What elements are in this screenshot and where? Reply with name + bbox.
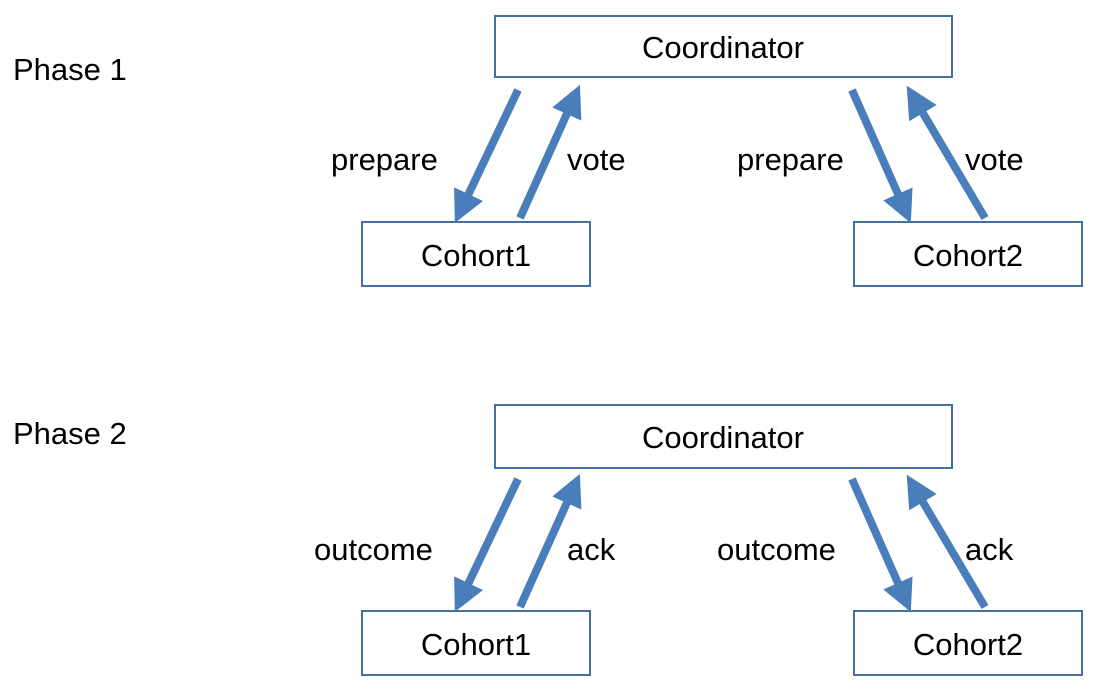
phase-1-prepare-arrow-cohort1 [454, 88, 522, 224]
phase-2-ack-arrow-cohort2 [906, 474, 989, 610]
phase-2-outcome-label-right: outcome [717, 532, 836, 567]
phase-2-ack-label-right: ack [965, 532, 1014, 567]
phase-1-prepare-label-right: prepare [737, 142, 844, 177]
phase-1-coordinator-box [494, 15, 953, 78]
phase-1-cohort2-label: Cohort2 [913, 238, 1023, 273]
phase-2-cohort1-node: Cohort1 [361, 610, 591, 676]
phase-1-vote-label-right: vote [965, 142, 1024, 177]
phase-1-vote-label-left: vote [567, 142, 626, 177]
phase-2-cohort1-box [361, 610, 591, 676]
phase-2-outcome-arrow-cohort2 [848, 477, 913, 613]
phase-1-prepare-label-left: prepare [331, 142, 438, 177]
phase-2-group: Phase 2 Coordinator Cohort1 Cohort2 outc… [13, 404, 1083, 676]
phase-1-vote-arrow-cohort2 [906, 85, 989, 221]
phase-2-ack-arrow-cohort1 [516, 473, 582, 609]
phase-1-cohort1-node: Cohort1 [361, 221, 591, 287]
phase-2-coordinator-node: Coordinator [494, 404, 953, 469]
phase-1-coordinator-node: Coordinator [494, 15, 953, 78]
phase-1-cohort2-node: Cohort2 [853, 221, 1083, 287]
phase-1-group: Phase 1 Coordinator Cohort1 Cohort2 prep… [13, 15, 1083, 287]
phase-2-coordinator-label: Coordinator [642, 420, 804, 455]
phase-2-outcome-arrow-cohort1 [454, 477, 522, 613]
phase-1-label: Phase 1 [13, 52, 127, 87]
phase-2-ack-label-left: ack [567, 532, 616, 567]
phase-2-cohort2-label: Cohort2 [913, 627, 1023, 662]
phase-2-cohort2-node: Cohort2 [853, 610, 1083, 676]
phase-2-cohort1-label: Cohort1 [421, 627, 531, 662]
phase-2-label: Phase 2 [13, 416, 127, 451]
phase-1-cohort1-label: Cohort1 [421, 238, 531, 273]
phase-1-cohort1-box [361, 221, 591, 287]
phase-2-cohort2-box [853, 610, 1083, 676]
phase-1-coordinator-label: Coordinator [642, 30, 804, 65]
phase-1-vote-arrow-cohort1 [516, 84, 582, 220]
phase-1-cohort2-box [853, 221, 1083, 287]
phase-2-coordinator-box [494, 404, 953, 469]
phase-2-outcome-label-left: outcome [314, 532, 433, 567]
phase-1-prepare-arrow-cohort2 [848, 88, 913, 224]
